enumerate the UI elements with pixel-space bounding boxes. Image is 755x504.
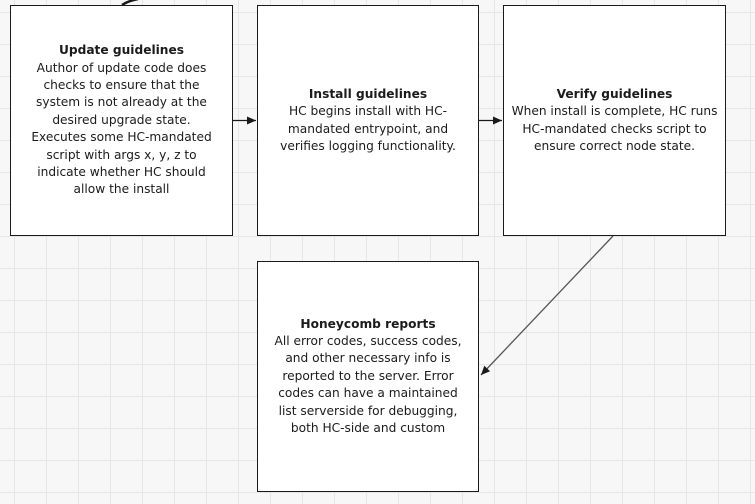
connector-offscreen bbox=[121, 0, 139, 7]
node-title: Honeycomb reports bbox=[300, 316, 436, 331]
node-description: HC begins install with HC-mandated entry… bbox=[280, 104, 456, 153]
node-title: Install guidelines bbox=[308, 86, 428, 101]
node-title: Update guidelines bbox=[58, 43, 185, 58]
edge-verify-to-report[interactable] bbox=[480, 235, 614, 376]
node-description: When install is complete, HC runs HC-man… bbox=[511, 104, 718, 153]
node-title: Verify guidelines bbox=[556, 86, 673, 101]
node-description: Author of update code does checks to ens… bbox=[31, 60, 212, 197]
node-install-guidelines[interactable]: Install guidelines HC begins install wit… bbox=[257, 5, 479, 236]
node-honeycomb-reports[interactable]: Honeycomb reports All error codes, succe… bbox=[257, 261, 479, 492]
node-update-guidelines[interactable]: Update guidelines Author of update code … bbox=[10, 5, 233, 236]
node-verify-guidelines[interactable]: Verify guidelines When install is comple… bbox=[503, 5, 726, 236]
node-description: All error codes, success codes, and othe… bbox=[274, 333, 462, 436]
